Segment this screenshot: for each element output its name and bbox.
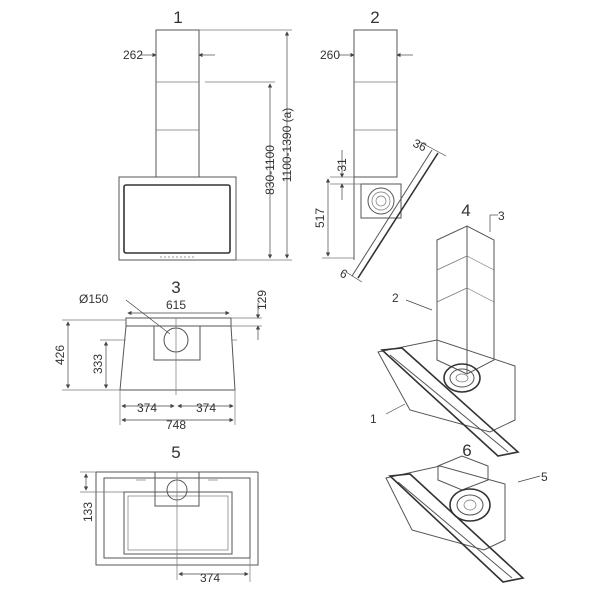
- view-2-motor-box: [360, 183, 402, 219]
- dim-517: 517: [313, 208, 327, 228]
- dim-426: 426: [53, 345, 67, 365]
- dim-262: 262: [123, 48, 143, 62]
- view-3-number: 3: [171, 278, 180, 297]
- callout-1: 1: [370, 412, 377, 426]
- view-6-number: 6: [462, 441, 471, 460]
- callout-2: 2: [392, 291, 399, 305]
- view-6-hood-body: [385, 465, 506, 551]
- dim-615: 615: [166, 298, 186, 312]
- view-1-number: 1: [173, 8, 182, 27]
- view-4-hood-body: [377, 339, 516, 433]
- dim-374-bottom: 374: [200, 571, 220, 585]
- view-1-chimney: [155, 29, 200, 178]
- dim-1100-1390: 1100-1390 (a): [280, 108, 294, 183]
- dim-260: 260: [320, 48, 340, 62]
- view-6: 6 5: [385, 441, 548, 583]
- view-5: 5 133 374: [80, 443, 259, 585]
- view-4-chimney: [436, 225, 495, 375]
- view-2-glass-panel: [357, 152, 439, 279]
- view-2-chimney: [353, 29, 398, 178]
- dim-374-right: 374: [196, 401, 216, 415]
- view-2-fan: [367, 187, 395, 215]
- view-6-glass-panel: [388, 473, 525, 583]
- dim-129: 129: [255, 290, 269, 310]
- dim-36: 36: [411, 136, 429, 154]
- callout-3: 3: [498, 209, 505, 223]
- view-4-glass-panel: [380, 347, 520, 457]
- view-2: 2 260 36 31 517 6: [313, 8, 447, 283]
- view-3: 3 Ø150 615 129 426 333: [53, 278, 269, 432]
- view-4-number: 4: [461, 201, 470, 220]
- dim-830-1100: 830-1100: [263, 145, 277, 195]
- view-5-inner-panel: [123, 491, 233, 555]
- view-1-glass-panel: [123, 184, 231, 254]
- callout-5: 5: [541, 470, 548, 484]
- view-4-fan: [443, 363, 481, 393]
- dim-31: 31: [335, 158, 349, 172]
- dim-374-left: 374: [137, 401, 157, 415]
- view-1: 1 262 830-1100 1100-1390 (a): [118, 8, 294, 261]
- view-3-chimney-outline: [153, 325, 201, 361]
- dim-133: 133: [81, 502, 95, 522]
- view-2-number: 2: [370, 8, 379, 27]
- dim-diameter-150: Ø150: [79, 292, 109, 306]
- view-1-hood: [118, 176, 237, 261]
- view-6-fan: [449, 488, 491, 522]
- dim-748: 748: [166, 418, 186, 432]
- view-4: 4 3 2 1: [370, 201, 520, 457]
- view-5-number: 5: [171, 443, 180, 462]
- dim-333: 333: [91, 354, 105, 374]
- dim-6: 6: [338, 266, 350, 282]
